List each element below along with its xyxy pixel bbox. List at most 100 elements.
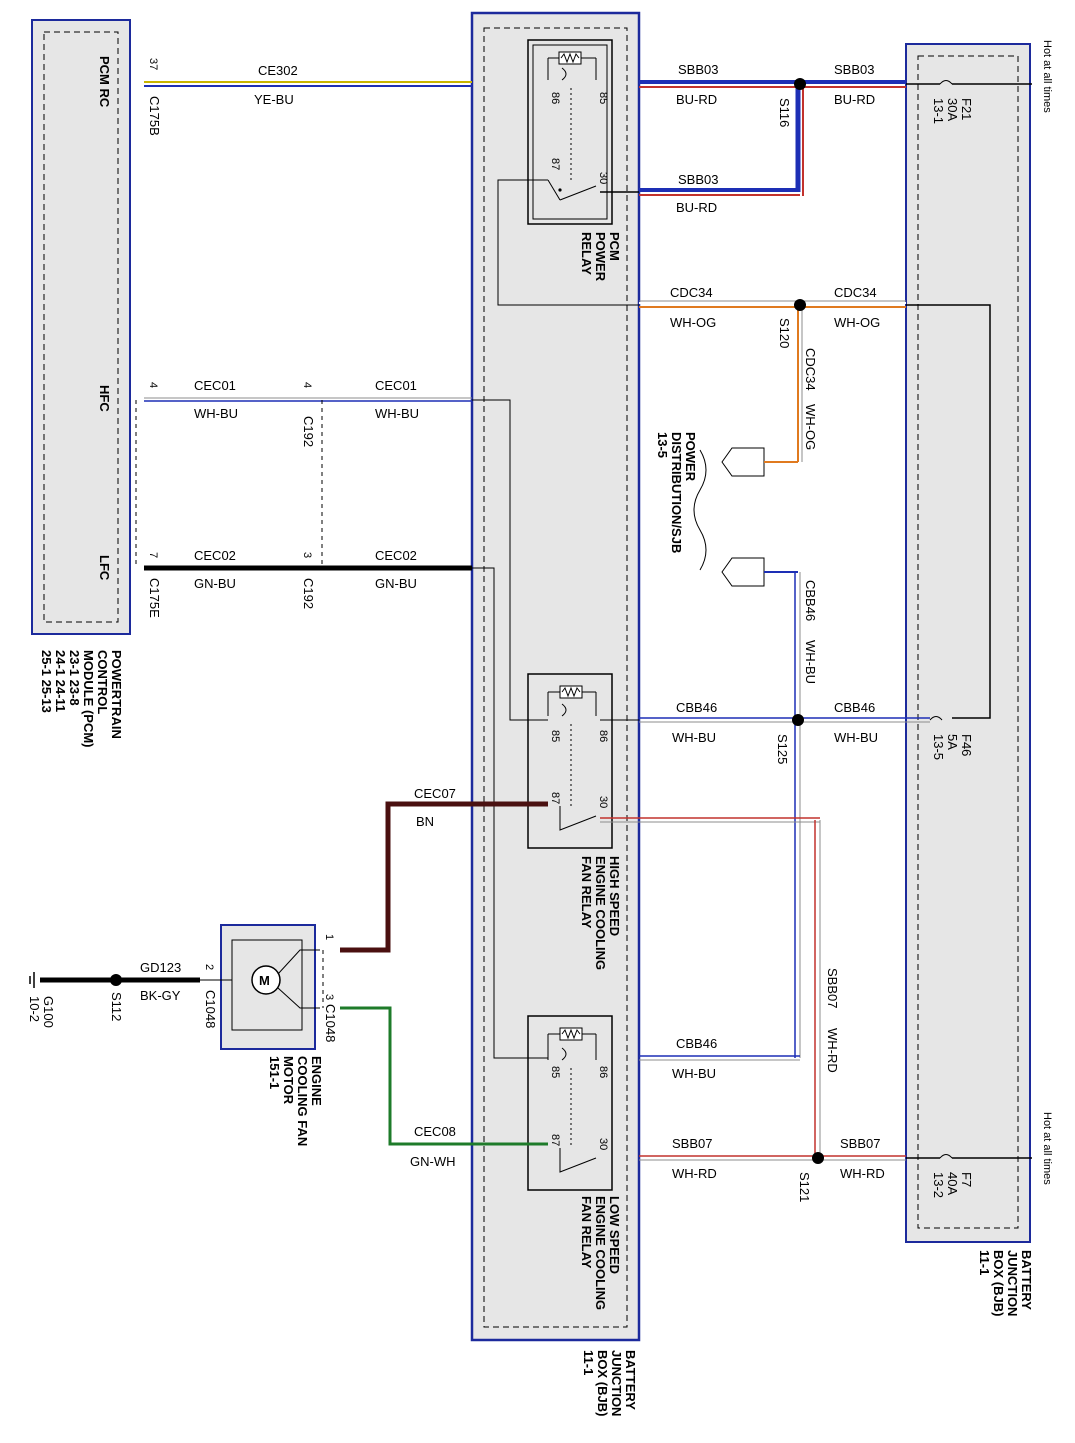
- pcm-title-line-2: CONTROL: [95, 650, 110, 714]
- pcm-power-relay: [527, 39, 613, 225]
- pcm-relay-title-3: RELAY: [579, 232, 594, 275]
- sbb07-vert-circuit: SBB07: [825, 968, 840, 1008]
- fuse-f21-ref: 13-1: [931, 98, 946, 124]
- hs-relay-pin-30: 30: [597, 796, 609, 808]
- ground-line-2: 10-2: [27, 996, 42, 1022]
- cec01-right-color: WH-BU: [375, 406, 419, 421]
- power-dist-line-3: 13-5: [655, 432, 670, 458]
- gd123-color: BK-GY: [140, 988, 181, 1003]
- wire-sbb07: [600, 817, 1032, 1161]
- cec02-right-conn: C192: [301, 578, 316, 609]
- cec07-circuit: CEC07: [414, 786, 456, 801]
- hs-relay-title-3: FAN RELAY: [579, 856, 594, 929]
- power-dist-connector-top: [721, 447, 798, 477]
- wire-cbb46: [600, 572, 943, 1061]
- cbb46-mid-right-color: WH-BU: [834, 730, 878, 745]
- pcm-relay-pin-86: 86: [549, 92, 561, 104]
- sbb07-low-left-color: WH-RD: [672, 1166, 717, 1181]
- fuse-f46-id: F46: [959, 734, 974, 756]
- bjb-center-title-2: JUNCTION: [609, 1350, 624, 1416]
- cbb46-low-circuit: CBB46: [676, 1036, 717, 1051]
- bjb-right-box: [905, 43, 1031, 1243]
- cdc34-right-color: WH-OG: [834, 315, 880, 330]
- cbb46-mid-left-circuit: CBB46: [676, 700, 717, 715]
- wire-sbb03-top: [639, 80, 1032, 88]
- pcm-title-line-1: POWERTRAIN: [109, 650, 124, 739]
- power-dist-line-2: DISTRIBUTION/SJB: [669, 432, 684, 553]
- cbb46-mid-right-circuit: CBB46: [834, 700, 875, 715]
- cec07-color: BN: [416, 814, 434, 829]
- motor-pin-bottom: 3: [323, 994, 335, 1000]
- cdc34-vert-color: WH-OG: [803, 404, 818, 450]
- ce302-color: YE-BU: [254, 92, 294, 107]
- ls-relay-pin-85: 85: [549, 1066, 561, 1078]
- cbb46-low-color: WH-BU: [672, 1066, 716, 1081]
- power-dist-line-1: POWER: [683, 432, 698, 482]
- pcm-relay-title-2: POWER: [593, 232, 608, 282]
- cec01-left-circuit: CEC01: [194, 378, 236, 393]
- splice-s116: S116: [777, 98, 792, 127]
- ground-symbol: [29, 972, 35, 988]
- sbb07-low-right-circuit: SBB07: [840, 1136, 880, 1151]
- bjb-center-title-1: BATTERY: [623, 1350, 638, 1410]
- sbb03-top-left-color: BU-RD: [676, 92, 717, 107]
- ls-relay-title-3: FAN RELAY: [579, 1196, 594, 1269]
- sbb03-top-right-circuit: SBB03: [834, 62, 874, 77]
- cbb46-vert-color: WH-BU: [803, 640, 818, 684]
- pcm-refs-line-3: 25-1 25-13: [39, 650, 54, 713]
- ls-relay-pin-86: 86: [597, 1066, 609, 1078]
- motor-title-line-2: COOLING FAN: [295, 1056, 310, 1146]
- connector-dash-lines: [135, 400, 324, 1008]
- wire-sbb03-mid: [600, 84, 804, 196]
- hot-label-bottom: Hot at all times: [1041, 1112, 1053, 1185]
- splice-s125: S125: [775, 734, 790, 764]
- ls-relay-pin-30: 30: [597, 1138, 609, 1150]
- cec01-conn: C192: [301, 416, 316, 447]
- wire-cdc34: [497, 179, 991, 719]
- motor-symbol: [231, 939, 320, 1031]
- sbb03-top-left-circuit: SBB03: [678, 62, 718, 77]
- cec02-left-circuit: CEC02: [194, 548, 236, 563]
- hs-relay-title-1: HIGH SPEED: [607, 856, 622, 936]
- hot-label-top: Hot at all times: [1041, 40, 1053, 113]
- power-dist-connector-bottom: [721, 557, 798, 587]
- bjb-right-title-2: JUNCTION: [1005, 1250, 1020, 1316]
- hs-relay-pin-87: 87: [549, 792, 561, 804]
- pcm-pin-hfc: HFC: [97, 385, 112, 412]
- high-speed-relay: [527, 673, 613, 849]
- motor-title-line-1: ENGINE: [309, 1056, 324, 1106]
- wire-ce302: [144, 81, 472, 87]
- motor-m-symbol: M: [259, 973, 270, 988]
- motor-pin-top: 1: [323, 934, 335, 940]
- bjb-center-title-3: BOX (BJB): [595, 1350, 610, 1416]
- sbb03-top-right-color: BU-RD: [834, 92, 875, 107]
- ls-relay-title-2: ENGINE COOLING: [593, 1196, 608, 1310]
- fuse-f7-ref: 13-2: [931, 1172, 946, 1198]
- splice-s121: S121: [797, 1172, 812, 1202]
- fuse-f46-rating: 5A: [945, 734, 960, 750]
- wire-cec01: [144, 397, 548, 721]
- pcm-relay-pin-87: 87: [549, 158, 561, 170]
- gd123-circuit: GD123: [140, 960, 181, 975]
- cec02-left-pin: 7: [147, 552, 159, 558]
- hs-relay-pin-85: 85: [549, 730, 561, 742]
- pcm-module: [31, 19, 131, 635]
- motor-title-line-4: 151-1: [267, 1056, 282, 1089]
- wire-cec08: [340, 1006, 548, 1146]
- wire-cec07: [340, 801, 548, 953]
- ce302-circuit: CE302: [258, 63, 298, 78]
- low-speed-relay: [527, 1015, 613, 1191]
- cec02-right-color: GN-BU: [375, 576, 417, 591]
- cec01-left-pin: 4: [147, 382, 159, 388]
- pcm-title-line-3: MODULE (PCM): [81, 650, 96, 748]
- ls-relay-pin-87: 87: [549, 1134, 561, 1146]
- splice-dots: [110, 78, 824, 1164]
- splice-s120: S120: [777, 318, 792, 348]
- pcm-relay-title-1: PCM: [607, 232, 622, 261]
- pcm-refs-line-2: 24-1 24-11: [53, 650, 68, 712]
- ground-line-1: G100: [41, 996, 56, 1028]
- cec08-color: GN-WH: [410, 1154, 456, 1169]
- cec08-circuit: CEC08: [414, 1124, 456, 1139]
